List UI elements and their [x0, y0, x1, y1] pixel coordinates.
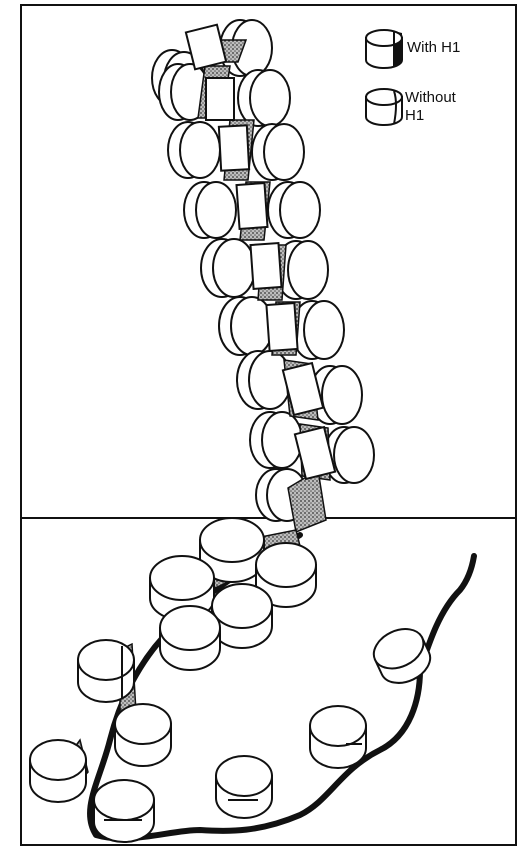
- nucleosome: [250, 412, 302, 468]
- nucleosome: [367, 621, 436, 690]
- legend-with-h1-label: With H1: [407, 39, 460, 56]
- linker-block: [236, 183, 267, 229]
- nucleosome: [219, 297, 273, 355]
- nucleosome: [94, 780, 154, 842]
- legend: With H1 Without H1: [366, 30, 460, 125]
- nucleosome: [268, 182, 320, 238]
- legend-without-h1-icon: [366, 89, 402, 125]
- nucleosome: [310, 706, 366, 768]
- nucleosome: [201, 239, 255, 297]
- condensed-fiber-with-h1: [152, 20, 374, 532]
- extended-fiber: [30, 518, 474, 842]
- nucleosome: [78, 640, 134, 702]
- nucleosome: [160, 606, 220, 670]
- linker-block: [206, 78, 234, 120]
- nucleosome: [238, 70, 290, 126]
- nucleosome: [168, 122, 220, 178]
- legend-with-h1-icon: [366, 30, 402, 68]
- nucleosome: [216, 756, 272, 818]
- nucleosome: [30, 740, 86, 802]
- nucleosome: [115, 704, 171, 766]
- nucleosome: [237, 351, 291, 409]
- legend-without-h1-label-line2: H1: [405, 107, 424, 124]
- nucleosome: [252, 124, 304, 180]
- linker-block: [219, 125, 249, 170]
- legend-without-h1-label-line1: Without: [405, 89, 457, 106]
- linker-block: [266, 303, 297, 351]
- linker-block: [250, 243, 281, 289]
- nucleosome: [184, 182, 236, 238]
